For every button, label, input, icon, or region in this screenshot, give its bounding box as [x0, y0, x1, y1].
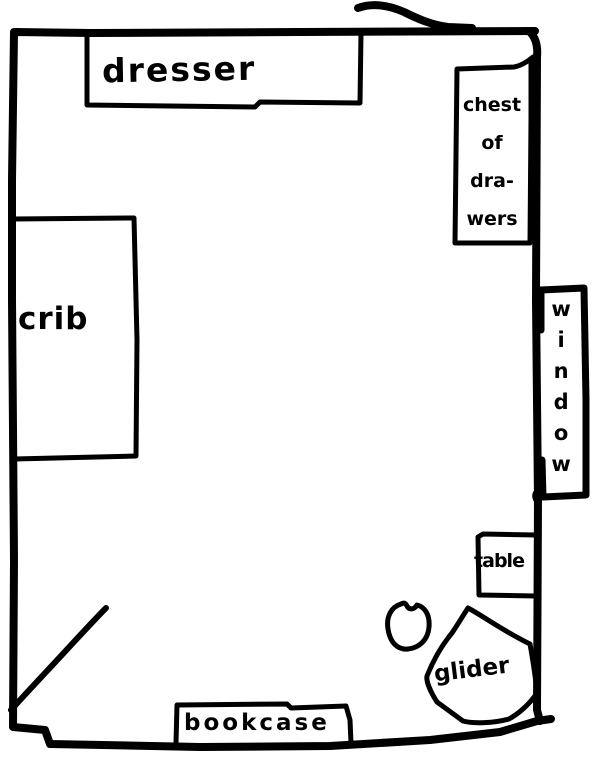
dresser-label: dresser	[101, 48, 257, 91]
window-shape	[537, 284, 590, 501]
crib-shape	[10, 215, 140, 462]
ottoman-shape	[385, 600, 432, 652]
crib-label: crib	[18, 301, 89, 337]
window-hook	[532, 486, 546, 504]
door-arc-top-right	[354, 1, 476, 32]
room-wall-outline	[8, 27, 555, 751]
glider-shape	[424, 605, 540, 726]
table-label: table	[474, 550, 525, 572]
bookcase-shape	[173, 701, 354, 746]
dresser-shape	[84, 30, 364, 110]
door-arc-bottom-left	[8, 605, 109, 713]
bookcase-label: bookcase	[184, 710, 330, 736]
room-wall-right	[526, 28, 544, 725]
chest-of-drawers-shape	[452, 54, 536, 246]
table-shape	[475, 531, 539, 599]
chest-of-drawers-label: chest of dra- wers	[462, 94, 522, 230]
window-label: window	[549, 297, 574, 483]
